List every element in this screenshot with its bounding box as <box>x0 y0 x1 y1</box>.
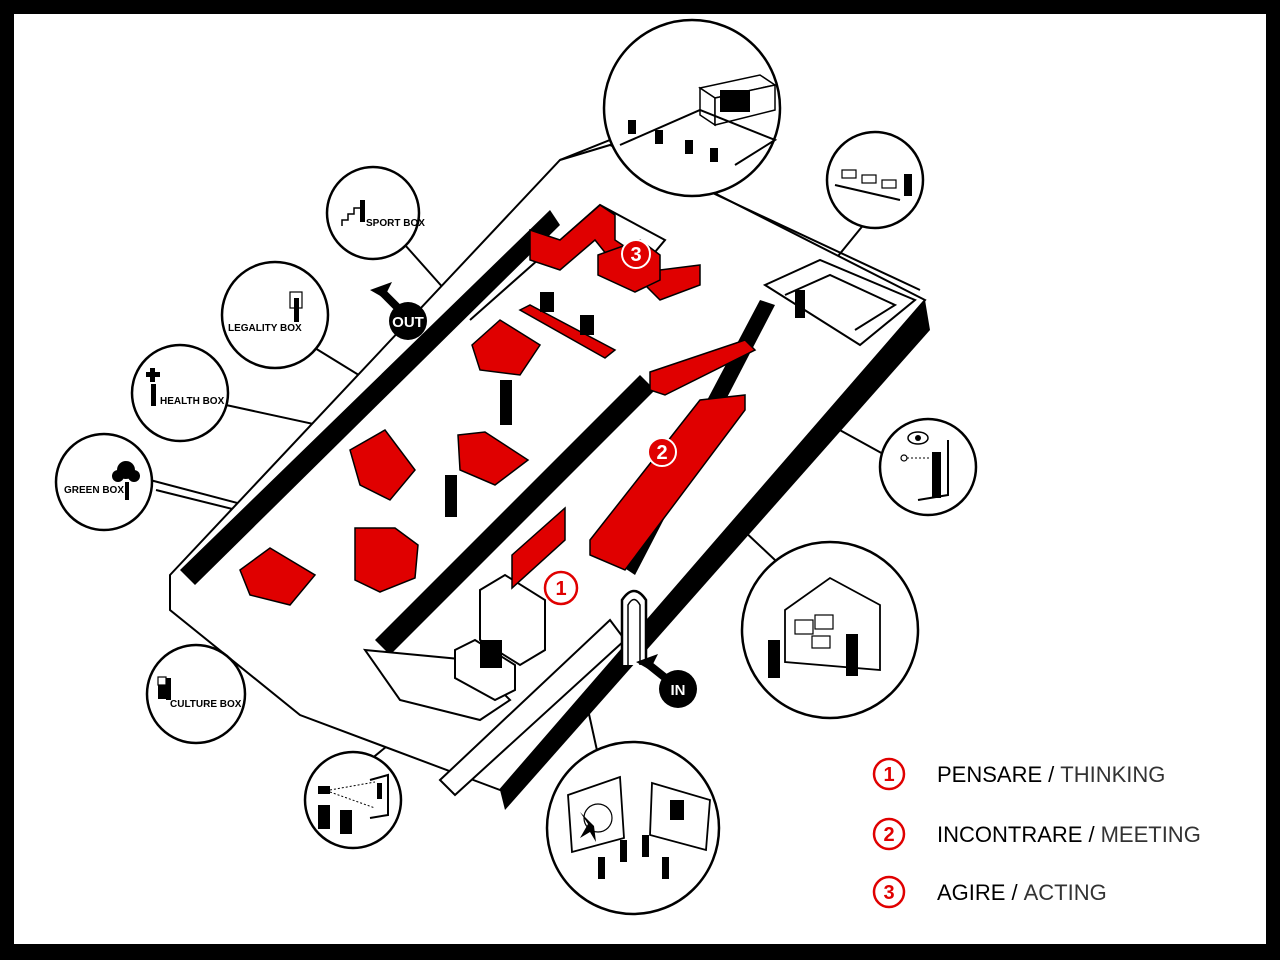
sport-box-label: SPORT BOX <box>366 218 425 229</box>
svg-text:2: 2 <box>656 442 667 464</box>
legality-box-label: LEGALITY BOX <box>228 323 302 334</box>
out-sign: OUT <box>370 282 427 340</box>
legend: 1 PENSARE/THINKING 2 INCONTRARE/MEETING … <box>872 757 1201 909</box>
meeting-room-callout <box>740 540 920 720</box>
visitor-figures <box>445 290 805 668</box>
building <box>169 138 930 810</box>
svg-text:OUT: OUT <box>392 314 424 331</box>
screen-box-icon <box>698 74 777 127</box>
legend-item-meeting: 2 INCONTRARE/MEETING <box>872 817 1201 851</box>
svg-text:2: 2 <box>883 824 894 846</box>
document-icon <box>289 291 303 322</box>
projection-callout <box>303 750 403 850</box>
marker-2: 2 <box>647 437 677 467</box>
marker-1: 1 <box>543 570 579 606</box>
legend-label: INCONTRARE/MEETING <box>937 822 1201 847</box>
health-box-label: HEALTH BOX <box>160 396 225 407</box>
stairs-icon <box>341 200 365 226</box>
screening-callout <box>602 18 782 198</box>
cross-icon <box>146 368 160 406</box>
green-box-callout: GREEN BOX <box>54 432 154 532</box>
books-icon <box>157 676 171 700</box>
legend-item-acting: 3 AGIRE/ACTING <box>872 875 1107 909</box>
svg-text:IN: IN <box>671 682 686 699</box>
legend-label: PENSARE/THINKING <box>937 762 1165 787</box>
culture-box-callout: CULTURE BOX <box>145 643 247 745</box>
health-box-callout: HEALTH BOX <box>130 343 230 443</box>
green-box-label: GREEN BOX <box>64 485 124 496</box>
svg-text:3: 3 <box>883 882 894 904</box>
svg-text:3: 3 <box>630 244 641 266</box>
marker-3: 3 <box>621 239 651 269</box>
in-sign: IN <box>636 654 697 708</box>
legend-label: AGIRE/ACTING <box>937 880 1107 905</box>
posters-callout <box>545 740 721 916</box>
svg-text:1: 1 <box>883 764 894 786</box>
gallery-callout <box>825 130 925 230</box>
viewing-callout <box>878 417 978 517</box>
tree-icon <box>112 461 140 500</box>
culture-box-label: CULTURE BOX <box>170 699 242 710</box>
sport-box-callout: SPORT BOX <box>325 165 425 261</box>
eye-icon <box>907 431 929 445</box>
legend-item-thinking: 1 PENSARE/THINKING <box>872 757 1165 791</box>
svg-text:1: 1 <box>555 578 566 600</box>
legality-box-callout: LEGALITY BOX <box>220 260 330 370</box>
